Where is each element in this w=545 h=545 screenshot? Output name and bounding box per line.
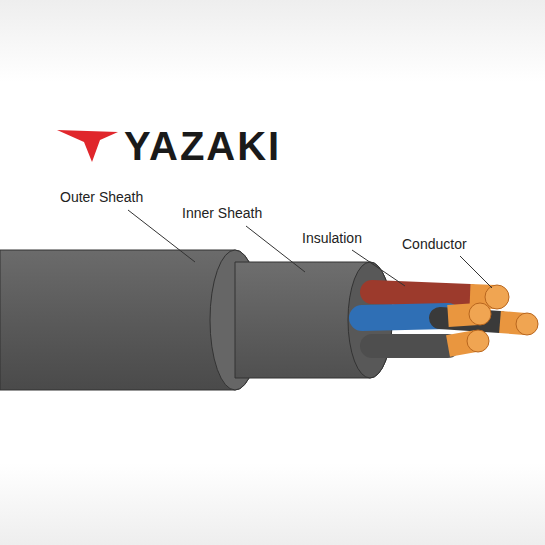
part-label: Conductor <box>402 237 467 252</box>
outer-sheath <box>0 250 260 390</box>
part-label: Outer Sheath <box>60 190 143 205</box>
part-label: Inner Sheath <box>182 206 262 221</box>
leader-lines <box>128 210 492 288</box>
logo-text: YAZAKI <box>124 124 281 168</box>
logo-mark <box>57 130 118 162</box>
part-label: Insulation <box>302 231 362 246</box>
conductor <box>448 285 538 352</box>
